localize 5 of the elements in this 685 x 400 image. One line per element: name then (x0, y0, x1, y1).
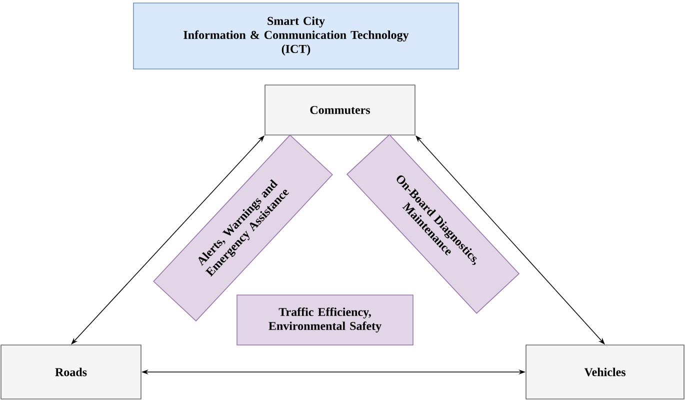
header-box: Smart City Information & Communication Technology (ICT) (133, 2, 459, 70)
entity-box: Roads (0, 344, 142, 400)
relation-box: Traffic Efficiency, Environmental Safety (236, 294, 414, 346)
entity-box: Commuters (264, 84, 416, 136)
entity-box: Vehicles (526, 344, 684, 400)
